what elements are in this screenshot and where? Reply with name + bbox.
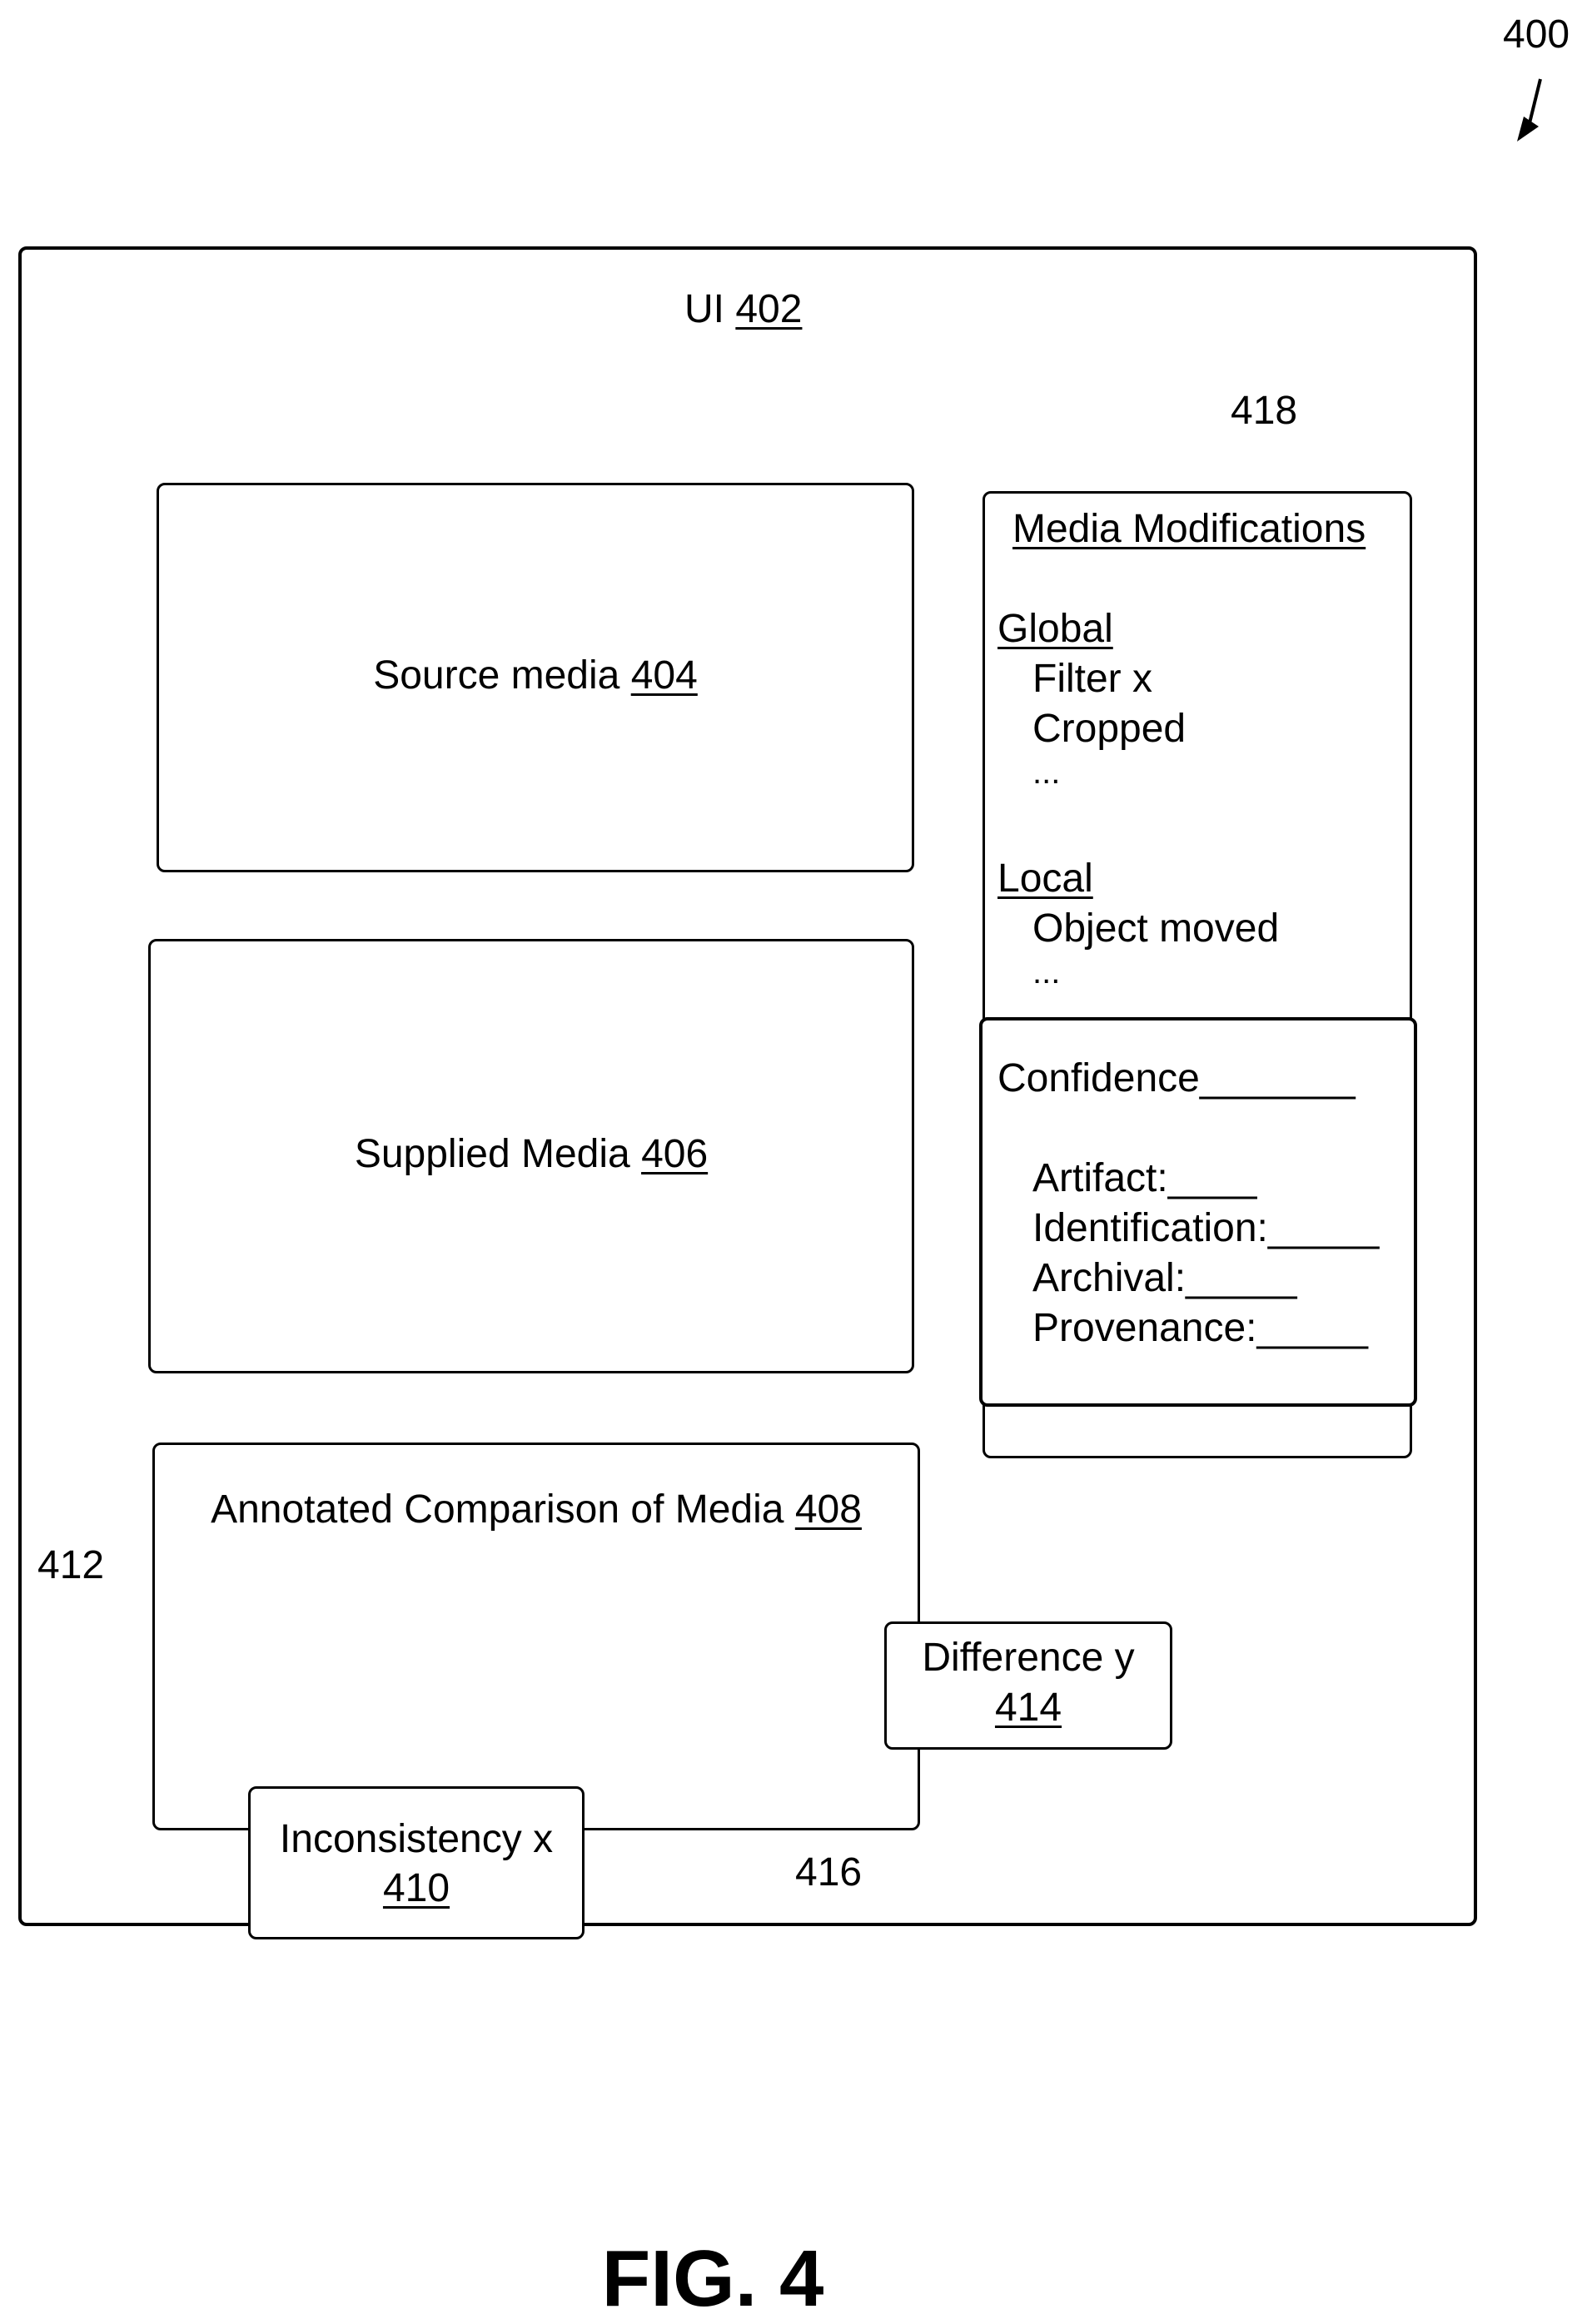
figure-caption: FIG. 4 — [0, 2239, 1425, 2319]
global-item-filter: Filter x — [1032, 659, 1152, 699]
ui-ref: 402 — [735, 287, 802, 331]
ui-label: UI — [684, 287, 724, 331]
source-media-ref: 404 — [631, 653, 698, 698]
supplied-media-title: Supplied Media 406 — [148, 1135, 914, 1174]
confidence-artifact: Artifact:____ — [1032, 1159, 1256, 1199]
annotated-comparison-label: Annotated Comparison of Media — [211, 1487, 784, 1532]
confidence-provenance: Provenance:_____ — [1032, 1308, 1368, 1348]
difference-label: Difference y — [884, 1638, 1172, 1678]
global-item-more: ... — [1032, 756, 1060, 789]
media-modifications-title: Media Modifications — [1012, 509, 1366, 549]
difference-ref: 414 — [995, 1686, 1062, 1730]
confidence-identification: Identification:_____ — [1032, 1209, 1379, 1249]
local-heading: Local — [997, 859, 1093, 899]
annotated-comparison-ref: 408 — [795, 1487, 862, 1532]
difference-ref-wrap: 414 — [884, 1688, 1172, 1728]
local-item-more: ... — [1032, 956, 1060, 989]
global-item-cropped: Cropped — [1032, 709, 1186, 749]
local-item-object-moved: Object moved — [1032, 909, 1279, 949]
inconsistency-callout[interactable] — [248, 1786, 585, 1939]
ref-418: 418 — [1231, 391, 1297, 431]
inconsistency-ref-wrap: 410 — [248, 1869, 585, 1909]
source-media-title: Source media 404 — [157, 656, 914, 696]
global-heading: Global — [997, 609, 1113, 649]
ref-412: 412 — [37, 1546, 104, 1586]
ref-416: 416 — [795, 1853, 862, 1893]
inconsistency-label: Inconsistency x — [248, 1820, 585, 1860]
annotated-comparison-title: Annotated Comparison of Media 408 — [152, 1490, 920, 1530]
figure-ref-number: 400 — [1503, 15, 1570, 55]
confidence-title: Confidence_______ — [997, 1059, 1356, 1099]
supplied-media-ref: 406 — [641, 1132, 708, 1176]
confidence-archival: Archival:_____ — [1032, 1259, 1297, 1299]
ui-title: UI 402 — [684, 290, 802, 330]
source-media-label: Source media — [373, 653, 619, 698]
supplied-media-label: Supplied Media — [355, 1132, 630, 1176]
figure-arrowhead — [1517, 117, 1539, 142]
inconsistency-ref: 410 — [383, 1866, 450, 1910]
